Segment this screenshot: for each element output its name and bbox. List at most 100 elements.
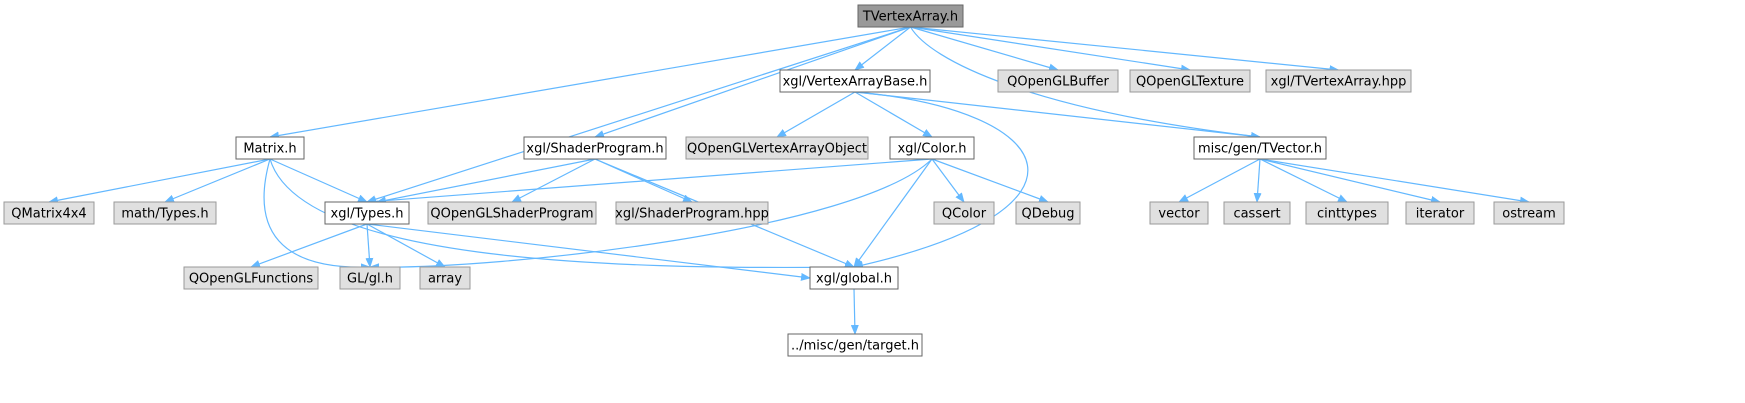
node-xgl-tvertexarray-hpp: xgl/TVertexArray.hpp [1265,69,1412,93]
node-label: QOpenGLShaderProgram [430,207,593,222]
node-label: cinttypes [1317,207,1377,222]
edge-xgl-vertexarraybase-h-to-xgl-color-h [854,91,933,138]
node-qopenglvertexarrayobject: QOpenGLVertexArrayObject [685,136,869,160]
node-label: xgl/global.h [816,272,892,287]
node-box [1493,201,1565,225]
node-box [787,333,923,357]
node-box [1305,201,1389,225]
edge-tvertexarray-h-to-qopengltexture [910,26,1191,73]
edge-xgl-color-h-to-qcolor [931,158,965,203]
node-xgl-shaderprogram-h[interactable]: xgl/ShaderProgram.h [523,136,667,160]
node-label: Matrix.h [243,142,296,157]
node-box [523,136,667,160]
edge-xgl-types-h-to-qopenglfunctions [250,223,368,268]
node-label: math/Types.h [121,207,208,222]
edge-misc-gen-tvector-h-to-cinttypes [1259,158,1348,203]
node-label: xgl/VertexArrayBase.h [783,75,928,90]
node-box [113,201,217,225]
node-math-types-h: math/Types.h [113,201,217,225]
edge-tvertexarray-h-to-xgl-vertexarraybase-h [854,26,911,71]
node-label: array [428,272,462,287]
node-array: array [419,266,471,290]
node-tvertexarray-h[interactable]: TVertexArray.h [857,4,964,28]
node-box [889,136,975,160]
node-matrix-h[interactable]: Matrix.h [235,136,305,160]
node-box [1193,136,1327,160]
node-label: QMatrix4x4 [11,207,86,222]
node-box [615,201,769,225]
node-xgl-shaderprogram-hpp: xgl/ShaderProgram.hpp [615,201,769,225]
node-box [809,266,899,290]
node-label: QOpenGLFunctions [189,272,314,287]
node-label: xgl/Types.h [331,207,404,222]
node-label: vector [1158,207,1200,222]
edge-misc-gen-tvector-h-to-cassert [1253,158,1262,203]
node-box [419,266,471,290]
node-label: QOpenGLTexture [1136,75,1244,90]
node-label: QOpenGLBuffer [1007,75,1109,90]
node-box [324,201,410,225]
edge-tvertexarray-h-to-qopenglbuffer [910,26,1059,72]
node-misc-gen-tvector-h[interactable]: misc/gen/TVector.h [1193,136,1327,160]
node-gl-gl-h: GL/gl.h [339,266,401,290]
edge-xgl-color-h-to-xgl-global-h [853,158,933,268]
node-box [857,4,964,28]
edge-matrix-h-to-qmatrix4x4 [48,158,271,205]
node-label: iterator [1416,207,1465,222]
node-xgl-color-h[interactable]: xgl/Color.h [889,136,975,160]
node-box [779,69,931,93]
edge-xgl-shaderprogram-h-to-xgl-types-h [376,158,596,205]
node-box [183,266,319,290]
node-box [1405,201,1475,225]
edge-xgl-vertexarraybase-h-to-qopenglvertexarrayobject [776,91,856,138]
node-qopengltexture: QOpenGLTexture [1129,69,1251,93]
node-box [933,201,995,225]
edge-xgl-vertexarraybase-h-to-xgl-global-h [853,91,1029,269]
node-xgl-global-h[interactable]: xgl/global.h [809,266,899,290]
node-box [235,136,305,160]
edge-misc-gen-tvector-h-to-vector [1178,158,1261,203]
edge-misc-gen-tvector-h-to-ostream [1259,158,1530,205]
node-cassert: cassert [1223,201,1291,225]
node-box [1015,201,1081,225]
node-box [1129,69,1251,93]
node-vector: vector [1149,201,1209,225]
node-box [427,201,597,225]
node-box [339,266,401,290]
edge-tvertexarray-h-to-xgl-tvertexarray-hpp [910,26,1340,74]
edge-xgl-color-h-to-qdebug [931,158,1049,203]
edge-xgl-color-h-to-xgl-types-h [366,158,933,206]
edge-matrix-h-to-math-types-h [164,158,271,203]
node-qdebug: QDebug [1015,201,1081,225]
edge-xgl-vertexarraybase-h-to-misc-gen-tvector-h [854,91,1261,140]
edge-xgl-types-h-to-array [366,223,446,268]
edge-tvertexarray-h-to-xgl-types-h [366,26,911,204]
node-label: xgl/TVertexArray.hpp [1271,75,1407,90]
node-label: xgl/ShaderProgram.hpp [615,207,769,222]
edge-layer [48,26,1530,335]
edge-matrix-h-to-xgl-types-h [269,158,368,203]
edge-misc-gen-tvector-h-to-iterator [1259,158,1441,204]
node-label: GL/gl.h [347,272,393,287]
edge-xgl-shaderprogram-h-to-qopenglshaderprogram [511,158,596,203]
edge-xgl-global-h-to-misc-gen-target-h [850,288,859,335]
edge-xgl-types-h-to-gl-gl-h [365,223,374,268]
node-box [1265,69,1412,93]
node-qmatrix4x4: QMatrix4x4 [3,201,95,225]
node-label: QColor [942,207,987,222]
node-label: xgl/Color.h [897,142,966,157]
node-xgl-types-h[interactable]: xgl/Types.h [324,201,410,225]
node-xgl-vertexarraybase-h[interactable]: xgl/VertexArrayBase.h [779,69,931,93]
node-label: misc/gen/TVector.h [1198,142,1322,157]
node-qopenglbuffer: QOpenGLBuffer [997,69,1119,93]
node-label: xgl/ShaderProgram.h [526,142,663,157]
edge-tvertexarray-h-to-xgl-shaderprogram-h [594,26,911,138]
node-box [3,201,95,225]
edge-xgl-types-h-to-xgl-global-h [366,223,811,281]
node-misc-gen-target-h[interactable]: ../misc/gen/target.h [787,333,923,357]
node-box [685,136,869,160]
node-box [1223,201,1291,225]
node-box [997,69,1119,93]
